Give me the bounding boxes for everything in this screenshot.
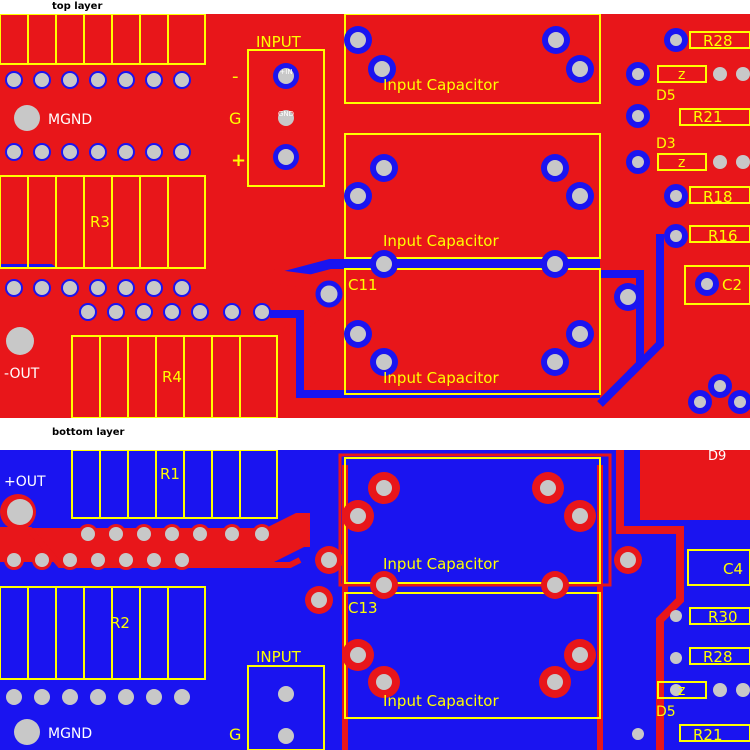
- r28-label-bottom: R28: [703, 648, 733, 666]
- d9-label: D9: [708, 450, 726, 464]
- mgnd-pad: [14, 105, 40, 131]
- trace: [616, 450, 684, 750]
- minus-label: -: [232, 66, 239, 87]
- z2-label: z: [678, 155, 685, 171]
- trace: [0, 527, 302, 568]
- d5-label: D5: [656, 88, 676, 104]
- r21-label: R21: [693, 108, 723, 126]
- d5-label-bottom: D5: [656, 704, 676, 720]
- plus-out-label: +OUT: [4, 474, 46, 490]
- g-label-bottom: G: [229, 725, 241, 744]
- top-layer-panel: INPUT - G + Input Capacitor Input Capaci…: [0, 14, 750, 418]
- top-layer-label: top layer: [52, 1, 103, 12]
- input-title-bottom: INPUT: [256, 648, 302, 666]
- bottom-layer-label: bottom layer: [52, 427, 125, 438]
- cap-label-2: Input Capacitor: [383, 232, 499, 250]
- gnd-pad-label: GND: [278, 110, 294, 118]
- r21-label-bottom: R21: [693, 726, 723, 744]
- mgnd-label-bottom: MGND: [48, 726, 92, 742]
- r30-label: R30: [708, 608, 738, 626]
- g-label: G: [229, 109, 241, 128]
- r28-label: R28: [703, 32, 733, 50]
- r1-label: R1: [160, 465, 180, 483]
- d3-label: D3: [656, 136, 676, 152]
- c11-pad: [315, 280, 343, 308]
- c13-label: C13: [348, 599, 378, 617]
- c4-label: C4: [723, 560, 743, 578]
- out-label: -OUT: [4, 366, 40, 382]
- z-label-bottom: z: [678, 683, 685, 699]
- r4-label: R4: [162, 368, 182, 386]
- c11-label: C11: [348, 276, 378, 294]
- trace: [0, 513, 310, 562]
- cap-label-4: Input Capacitor: [383, 555, 499, 573]
- gnd-pad: [278, 110, 294, 126]
- bottom-layer-panel: R1 R2 C13 C4 R30 R28 R21 D5 z Input Capa…: [0, 450, 750, 750]
- cap-label-3: Input Capacitor: [383, 369, 499, 387]
- cap-label-1: Input Capacitor: [383, 76, 499, 94]
- r18-label: R18: [703, 188, 733, 206]
- r16-label: R16: [708, 227, 738, 245]
- c2-label: C2: [722, 276, 742, 294]
- red-pour: [640, 450, 750, 520]
- mgnd-label: MGND: [48, 112, 92, 128]
- top-layer-board: INPUT - G + Input Capacitor Input Capaci…: [0, 14, 750, 418]
- cap-label-5: Input Capacitor: [383, 692, 499, 710]
- input-title: INPUT: [256, 33, 302, 51]
- plus-label: +: [231, 150, 246, 171]
- trace: [627, 234, 664, 377]
- in-pad-label: +IN: [279, 68, 292, 76]
- bottom-layer-board: R1 R2 C13 C4 R30 R28 R21 D5 z Input Capa…: [0, 450, 750, 750]
- r2-label: R2: [110, 614, 130, 632]
- trace: [338, 453, 612, 587]
- r3-label: R3: [90, 213, 110, 231]
- z1-label: z: [678, 67, 685, 83]
- out-pad: [6, 327, 34, 355]
